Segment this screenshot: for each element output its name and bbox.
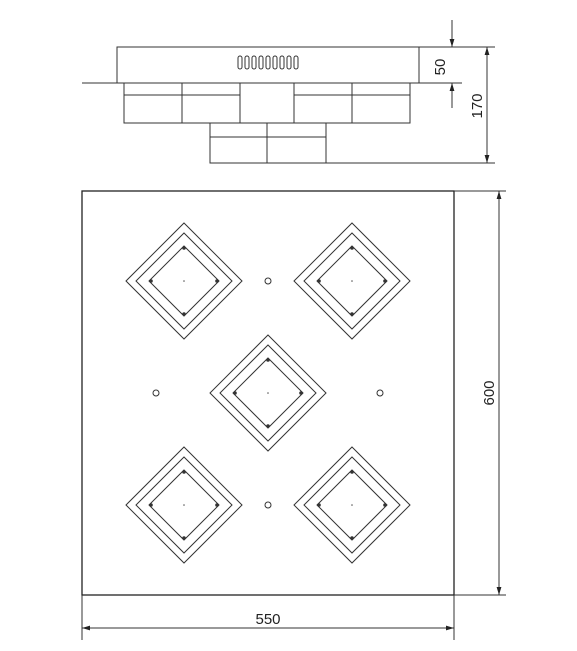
screw-icon	[350, 246, 354, 250]
lamp-module-center	[209, 334, 327, 452]
lamp-module-top-right	[293, 222, 411, 340]
inner-frame	[219, 344, 317, 442]
glass-panel	[148, 469, 220, 541]
glass-panel	[316, 469, 388, 541]
outer-frame	[125, 446, 243, 564]
dimension-label-600: 600	[481, 380, 498, 405]
top-view-plate	[81, 190, 455, 596]
screw-icon	[149, 279, 153, 283]
dimension-total-height: 170	[469, 47, 490, 163]
mounting-hole	[264, 501, 272, 509]
bulb-center	[351, 280, 353, 282]
dimension-width: 550	[82, 611, 454, 631]
mounting-hole	[376, 389, 384, 397]
mounting-hole	[264, 277, 272, 285]
screw-icon	[350, 312, 354, 316]
screw-icon	[149, 503, 153, 507]
screw-icon	[215, 503, 219, 507]
outer-frame	[293, 222, 411, 340]
screw-icon	[350, 470, 354, 474]
screw-icon	[266, 358, 270, 362]
inner-frame	[135, 232, 233, 330]
outer-frame	[209, 334, 327, 452]
screw-icon	[299, 391, 303, 395]
dimension-label-50: 50	[432, 59, 449, 76]
side-view-bottom-shades	[209, 122, 327, 164]
screw-icon	[215, 279, 219, 283]
screw-icon	[350, 536, 354, 540]
screw-icon	[317, 503, 321, 507]
outer-frame	[293, 446, 411, 564]
inner-frame	[303, 232, 401, 330]
screw-icon	[182, 536, 186, 540]
screw-icon	[182, 246, 186, 250]
dimension-base-height: 50	[432, 20, 455, 108]
screw-icon	[233, 391, 237, 395]
screw-icon	[317, 279, 321, 283]
bulb-center	[183, 280, 185, 282]
bulb-center	[183, 504, 185, 506]
outer-frame	[125, 222, 243, 340]
dimension-label-170: 170	[469, 93, 486, 118]
screw-icon	[182, 470, 186, 474]
mounting-hole	[152, 389, 160, 397]
bulb-center	[351, 504, 353, 506]
glass-panel	[148, 245, 220, 317]
side-view-canopy	[116, 46, 420, 84]
lamp-module-top-left	[125, 222, 243, 340]
inner-frame	[135, 456, 233, 554]
top-view	[81, 190, 506, 640]
glass-panel	[316, 245, 388, 317]
mounting-holes	[152, 277, 384, 509]
side-view-shade-row	[123, 82, 411, 124]
screw-icon	[383, 503, 387, 507]
inner-frame	[303, 456, 401, 554]
dimension-depth: 600	[481, 191, 502, 595]
lamp-module-bottom-left	[125, 446, 243, 564]
glass-panel	[232, 357, 304, 429]
screw-icon	[182, 312, 186, 316]
side-view	[82, 46, 495, 164]
screw-icon	[266, 424, 270, 428]
vent-slots	[237, 55, 299, 70]
lamp-module-bottom-right	[293, 446, 411, 564]
screw-icon	[383, 279, 387, 283]
bulb-center	[267, 392, 269, 394]
dimension-label-550: 550	[255, 611, 280, 628]
